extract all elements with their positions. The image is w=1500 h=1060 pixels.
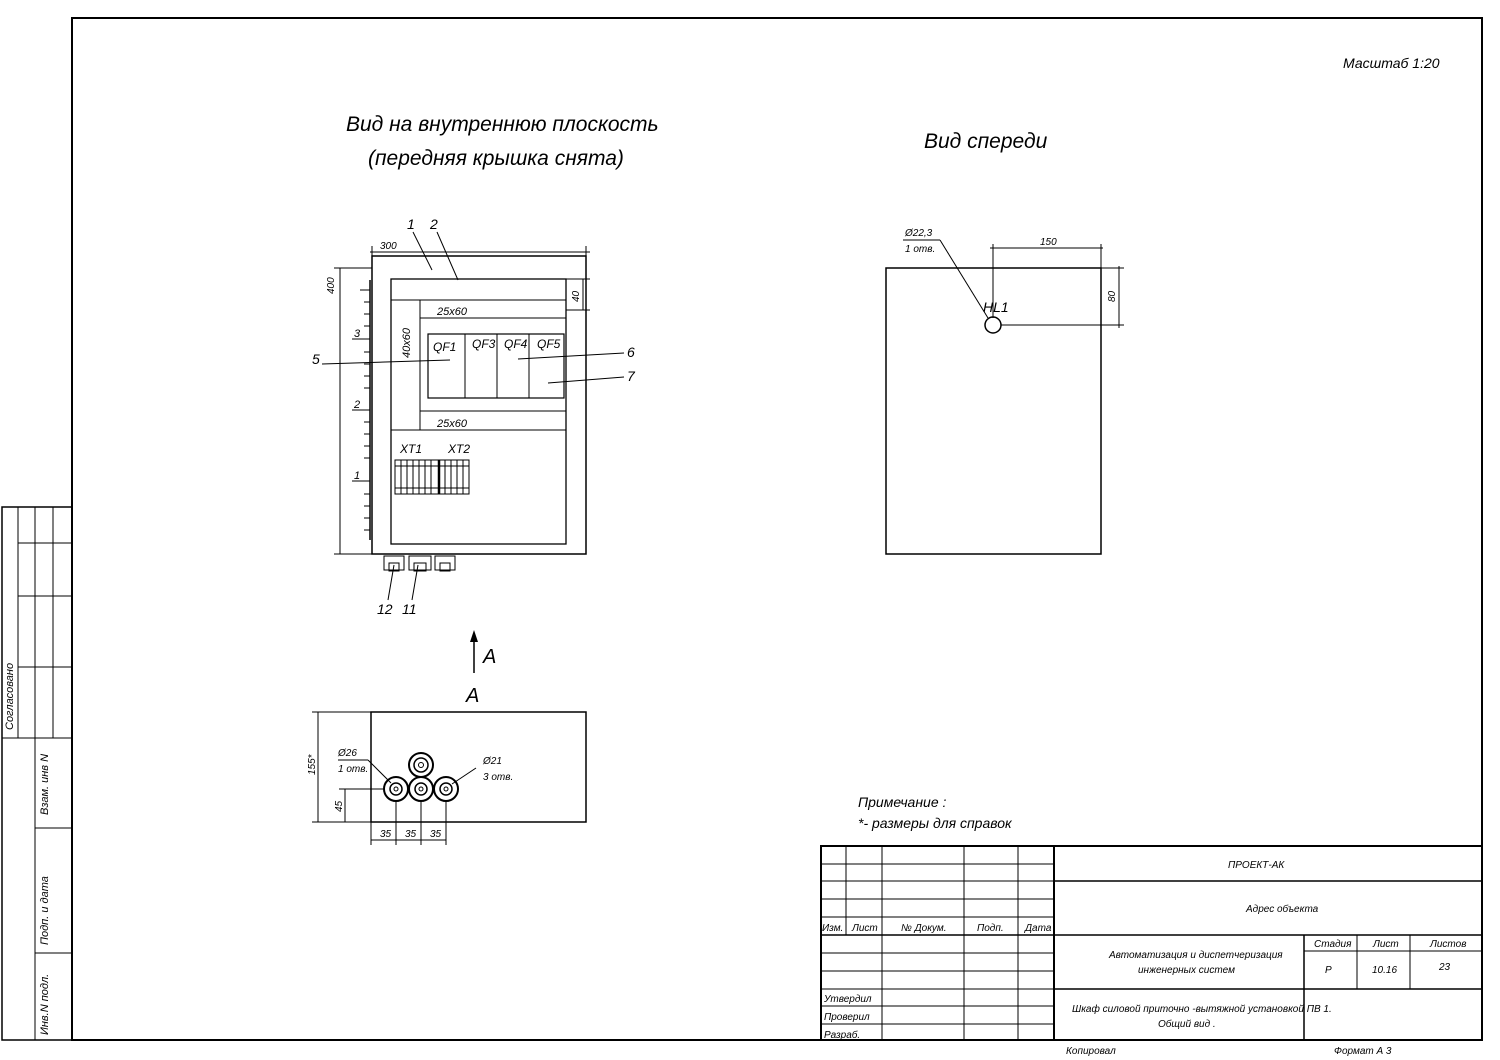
callout-1: 1 xyxy=(407,216,415,232)
stage-value: Р xyxy=(1325,965,1332,976)
agreed-label: Согласовано xyxy=(4,663,16,730)
dim-top-40: 40 xyxy=(571,290,582,302)
terminal-block xyxy=(394,459,470,495)
inv-orig-label: Инв.N подл. xyxy=(39,974,51,1035)
callout-2: 2 xyxy=(429,216,438,232)
dim-80: 80 xyxy=(1107,290,1118,302)
front-view: HL1 150 80 Ø22,3 1 отв. xyxy=(885,228,1124,555)
project-name-2: инженерных систем xyxy=(1138,965,1235,976)
rail-mark-1: 1 xyxy=(354,470,360,482)
terminal-xt2: XT2 xyxy=(447,442,470,456)
scale-label: Масштаб 1:20 xyxy=(1343,55,1440,71)
title-block: Изм. Лист № Докум. Подп. Дата Утвердил П… xyxy=(820,845,1483,1041)
object-address: Адрес объекта xyxy=(1245,903,1319,915)
hole-small-label: Ø21 xyxy=(482,756,502,767)
hole-large-label: Ø26 xyxy=(337,748,357,759)
duct-bottom-label: 25x60 xyxy=(436,418,468,430)
sheet-title-1: Шкаф силовой приточно -вытяжной установк… xyxy=(1072,1003,1332,1015)
sheet-value: 10.16 xyxy=(1372,965,1397,976)
company-name: ПРОЕКТ-АК xyxy=(1228,860,1285,871)
bottom-view-title: A xyxy=(465,685,479,707)
copied-label: Копировал xyxy=(1066,1046,1116,1057)
note-title: Примечание : xyxy=(858,794,947,810)
dim-155: 155* xyxy=(307,753,318,775)
dim-height-400: 400 xyxy=(326,277,337,294)
dim-35-3: 35 xyxy=(430,829,442,840)
dim-150: 150 xyxy=(1040,237,1057,248)
callout-6: 6 xyxy=(627,344,635,360)
hole-label: Ø22,3 xyxy=(904,228,933,239)
cable-glands xyxy=(383,555,456,572)
terminal-xt1: XT1 xyxy=(399,442,422,456)
stage-label: Стадия xyxy=(1314,939,1352,950)
breaker-qf3: QF3 xyxy=(472,337,496,351)
role-developed: Разраб. xyxy=(824,1029,860,1041)
replace-inv-label: Взам. инв N xyxy=(39,754,51,815)
project-name-1: Автоматизация и диспетчеризация xyxy=(1108,950,1283,961)
inner-view-title-1: Вид на внутреннюю плоскость xyxy=(346,113,659,136)
inner-view-callouts: 1 2 5 6 7 12 11 xyxy=(312,216,636,617)
inner-view-cabinet: 25x60 25x60 40x60 QF1 QF3 QF4 QF5 XT1 XT… xyxy=(371,255,587,572)
callout-12: 12 xyxy=(377,601,393,617)
sheet-frame xyxy=(71,17,1483,1041)
role-checked: Проверил xyxy=(824,1012,870,1023)
hdr-list: Лист xyxy=(851,923,878,934)
callout-5: 5 xyxy=(312,351,320,367)
breaker-qf4: QF4 xyxy=(504,337,528,351)
sheet-title-2: Общий вид . xyxy=(1158,1018,1216,1030)
hole-large-qty: 1 отв. xyxy=(338,764,368,775)
rail-scale: 3 2 1 xyxy=(352,280,371,540)
sheet-label: Лист xyxy=(1372,939,1399,950)
dim-45: 45 xyxy=(334,800,345,812)
role-approved: Утвердил xyxy=(823,994,872,1005)
breaker-qf1: QF1 xyxy=(433,340,456,354)
view-arrow-a: A xyxy=(470,630,496,673)
rail-mark-3: 3 xyxy=(354,328,361,340)
hdr-data: Дата xyxy=(1024,923,1052,934)
hdr-dokum: № Докум. xyxy=(901,923,947,934)
note-text: *- размеры для справок xyxy=(858,815,1013,831)
callout-7: 7 xyxy=(627,368,636,384)
breaker-qf5: QF5 xyxy=(537,337,561,351)
sheets-value: 23 xyxy=(1438,962,1451,973)
callout-11: 11 xyxy=(402,601,417,617)
lamp-label: HL1 xyxy=(983,299,1009,315)
inner-view-title-2: (передняя крышка снята) xyxy=(368,147,624,170)
hdr-podp: Подп. xyxy=(977,923,1004,934)
arrow-label-a: A xyxy=(482,646,496,668)
rail-mark-2: 2 xyxy=(353,399,360,411)
format-label: Формат А 3 xyxy=(1334,1046,1392,1057)
dim-35-2: 35 xyxy=(405,829,417,840)
duct-left-label: 40x60 xyxy=(401,327,413,358)
front-view-title: Вид спереди xyxy=(924,130,1048,153)
dim-width-300: 300 xyxy=(380,241,397,252)
hole-qty: 1 отв. xyxy=(905,244,935,255)
sign-date-label: Подп. и дата xyxy=(39,876,51,945)
side-stamp: Согласовано Взам. инв N Подп. и дата Инв… xyxy=(1,506,73,1041)
hole-small-qty: 3 отв. xyxy=(483,772,513,783)
dim-35-1: 35 xyxy=(380,829,392,840)
hdr-izm: Изм. xyxy=(822,923,843,934)
duct-top-label: 25x60 xyxy=(436,306,468,318)
inner-view-dimensions: 300 400 40 xyxy=(326,241,590,555)
sheets-label: Листов xyxy=(1429,939,1466,950)
bottom-view: 155* 45 35 35 35 Ø26 1 отв. Ø21 3 отв. xyxy=(307,711,587,845)
